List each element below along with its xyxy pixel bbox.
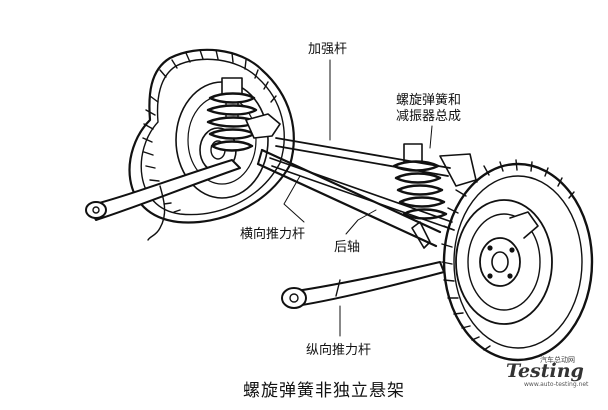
left-coil-spring bbox=[206, 77, 281, 152]
watermark-logo-text: Testing bbox=[506, 360, 584, 382]
leader-rear-axle bbox=[345, 209, 377, 235]
label-rear-axle: 后轴 bbox=[334, 240, 361, 255]
label-reinforcing-rod: 加强杆 bbox=[308, 42, 348, 57]
label-coil-spring-damper-line1: 螺旋弹簧和 bbox=[396, 93, 462, 108]
lateral-thrust-rod bbox=[269, 157, 455, 231]
rear-axle bbox=[256, 148, 442, 248]
longitudinal-thrust-rod bbox=[281, 261, 445, 309]
reinforcing-rod bbox=[275, 137, 451, 177]
left-trailing-arm bbox=[85, 159, 241, 241]
leader-lines bbox=[283, 59, 433, 337]
label-lateral-thrust-rod: 横向推力杆 bbox=[240, 227, 306, 242]
leader-lateral-thrust-rod bbox=[283, 175, 305, 223]
watermark-url: www.auto-testing.net bbox=[524, 381, 589, 388]
watermark-small-text: 汽车总动网 bbox=[540, 356, 575, 364]
label-longitudinal-thrust-rod: 纵向推力杆 bbox=[306, 343, 372, 358]
leader-coil-spring bbox=[429, 125, 433, 149]
right-wheel bbox=[441, 159, 594, 362]
label-coil-spring-damper-line2: 减振器总成 bbox=[396, 109, 462, 124]
diagram-caption: 螺旋弹簧非独立悬架 bbox=[243, 381, 405, 401]
